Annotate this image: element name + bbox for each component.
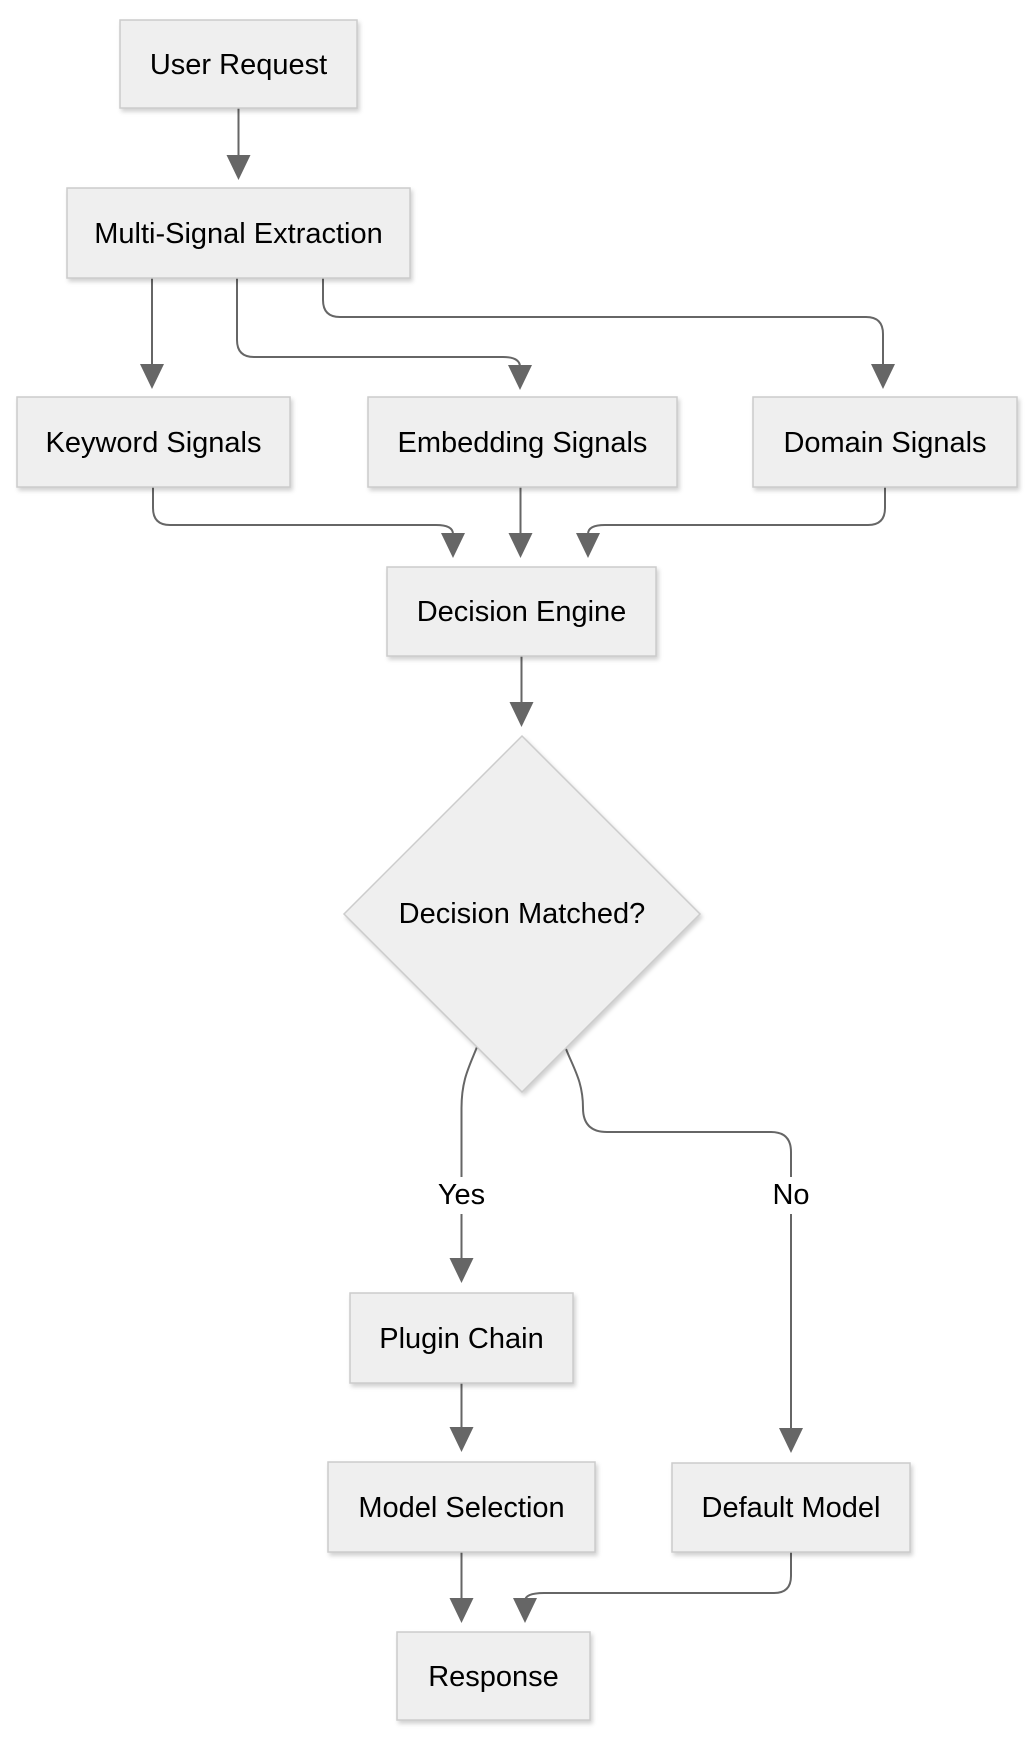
arrowhead-icon	[226, 155, 251, 180]
edge-label-yes: Yes	[438, 1179, 485, 1211]
arrowhead-icon	[779, 1428, 803, 1453]
node-decision-matched-label: Decision Matched?	[399, 898, 646, 930]
node-decision-engine: Decision Engine	[386, 566, 657, 657]
node-multi-signal-extraction-label: Multi-Signal Extraction	[94, 218, 383, 250]
node-embedding-signals: Embedding Signals	[367, 396, 678, 488]
node-model-selection: Model Selection	[327, 1461, 596, 1553]
node-decision-matched-diamond	[342, 734, 702, 1094]
edge-domain-to-decision-engine	[587, 487, 886, 535]
arrowhead-icon	[871, 364, 895, 389]
node-multi-signal-extraction: Multi-Signal Extraction	[66, 187, 411, 279]
node-model-selection-box	[327, 1461, 596, 1553]
node-default-model-box	[671, 1462, 911, 1553]
edges	[140, 108, 895, 1623]
edge-default-model-to-response	[524, 1552, 792, 1602]
node-keyword-signals-label: Keyword Signals	[46, 427, 262, 459]
edge-diamond-to-default-model	[565, 1048, 792, 1177]
node-default-model: Default Model	[671, 1462, 911, 1553]
node-user-request-label: User Request	[150, 49, 327, 81]
edge-multi-signal-to-domain	[322, 278, 884, 365]
arrowhead-icon	[508, 365, 532, 390]
edge-keyword-to-decision-engine	[152, 487, 454, 535]
arrowhead-icon	[441, 533, 465, 558]
node-default-model-label: Default Model	[702, 1492, 881, 1524]
node-response-box	[396, 1631, 591, 1721]
edge-multi-signal-to-embedding	[236, 278, 521, 368]
arrowhead-icon	[513, 1598, 537, 1623]
node-response: Response	[396, 1631, 591, 1721]
arrowhead-icon	[509, 702, 534, 727]
arrowhead-icon	[140, 364, 164, 389]
node-keyword-signals-box	[16, 396, 291, 488]
node-embedding-signals-box	[367, 396, 678, 488]
arrowhead-icon	[449, 1598, 474, 1623]
node-plugin-chain: Plugin Chain	[349, 1292, 574, 1384]
node-user-request-box	[119, 19, 358, 109]
arrowhead-icon	[449, 1258, 474, 1283]
node-embedding-signals-label: Embedding Signals	[398, 427, 648, 459]
node-domain-signals-label: Domain Signals	[783, 427, 986, 459]
node-domain-signals-box	[752, 396, 1018, 488]
node-response-label: Response	[428, 1661, 559, 1693]
node-decision-engine-box	[386, 566, 657, 657]
node-user-request: User Request	[119, 19, 358, 109]
arrowhead-icon	[508, 533, 533, 558]
arrowhead-icon	[449, 1427, 474, 1452]
node-decision-matched: Decision Matched?	[342, 734, 702, 1094]
node-keyword-signals: Keyword Signals	[16, 396, 291, 488]
edge-diamond-to-plugin-chain	[460, 1046, 478, 1177]
arrowhead-icon	[576, 533, 600, 558]
edge-label-no: No	[772, 1179, 809, 1211]
node-multi-signal-extraction-box	[66, 187, 411, 279]
node-domain-signals: Domain Signals	[752, 396, 1018, 488]
node-decision-engine-label: Decision Engine	[417, 596, 627, 628]
node-plugin-chain-label: Plugin Chain	[379, 1323, 543, 1355]
node-plugin-chain-box	[349, 1292, 574, 1384]
node-model-selection-label: Model Selection	[358, 1492, 564, 1524]
